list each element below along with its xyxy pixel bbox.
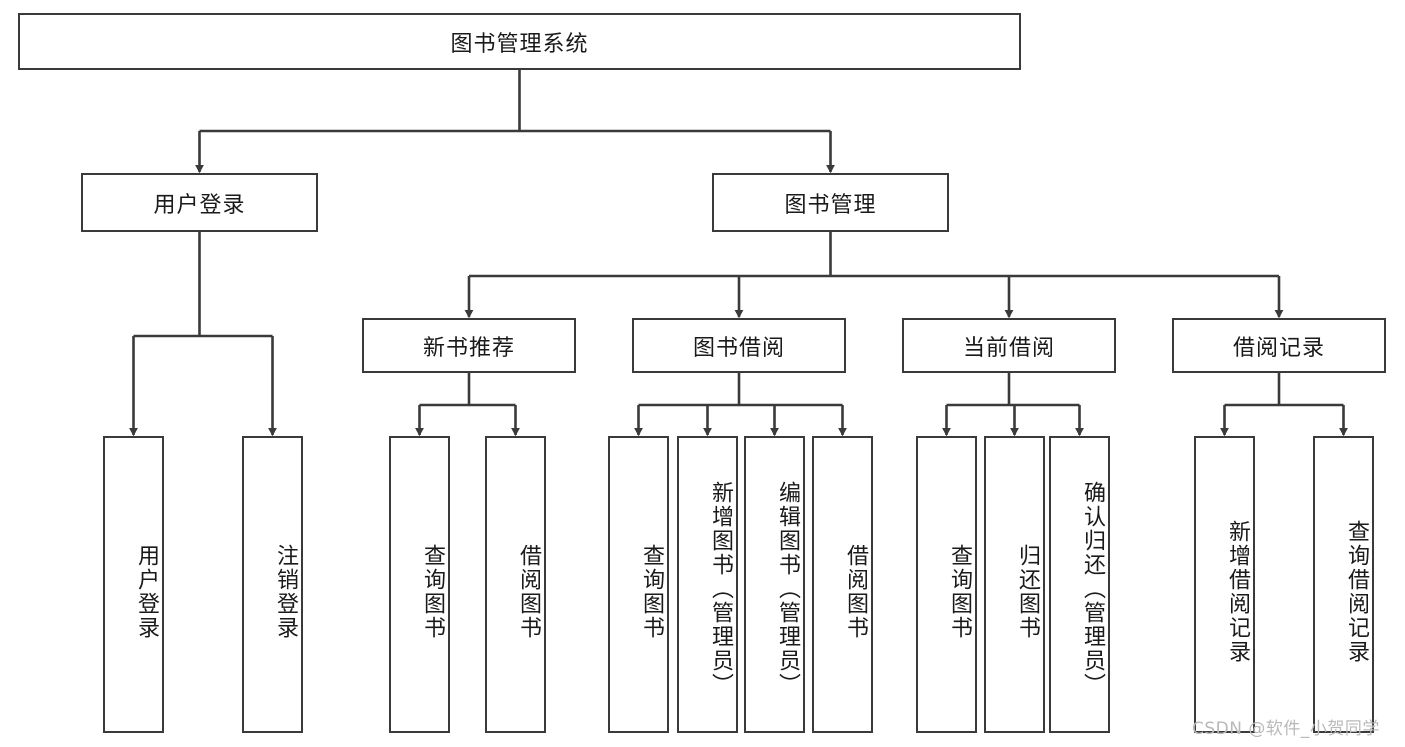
node-label: 新增借阅记录 [1225, 519, 1250, 664]
leaf-node-新增借阅记录-11: 新增借阅记录 [1194, 436, 1255, 733]
leaf-node-查询借阅记录-12: 查询借阅记录 [1313, 436, 1374, 733]
leaf-node-归还图书-9: 归还图书 [984, 436, 1045, 733]
node-label: 当前借阅 [962, 335, 1055, 361]
node-label: 归还图书 [1015, 543, 1040, 640]
leaf-node-用户登录-0: 用户登录 [103, 436, 164, 733]
node-label: 查询借阅记录 [1344, 519, 1369, 664]
leaf-node-查询图书-4: 查询图书 [608, 436, 669, 733]
leaf-node-查询图书-8: 查询图书 [916, 436, 977, 733]
leaf-node-借阅图书-7: 借阅图书 [812, 436, 873, 733]
leaf-node-查询图书-2: 查询图书 [389, 436, 450, 733]
node-label: 图书管理 [784, 192, 877, 218]
node-label: 编辑图书（管理员） [775, 480, 800, 697]
level2-node-图书借阅-1: 图书借阅 [632, 318, 846, 373]
node-label: 借阅图书 [843, 543, 868, 640]
level2-node-新书推荐-0: 新书推荐 [362, 318, 576, 373]
node-label: 借阅记录 [1232, 335, 1325, 361]
leaf-node-新增图书管理员-5: 新增图书（管理员） [677, 436, 738, 733]
level2-node-借阅记录-3: 借阅记录 [1172, 318, 1386, 373]
leaf-node-注销登录-1: 注销登录 [242, 436, 303, 733]
node-label: 图书管理系统 [450, 31, 589, 57]
leaf-node-借阅图书-3: 借阅图书 [485, 436, 546, 733]
node-label: 查询图书 [639, 543, 664, 640]
csdn-watermark: CSDN @软件_小贺同学 [1192, 719, 1380, 739]
level1-node-用户登录-0: 用户登录 [81, 173, 318, 232]
node-label: 新增图书（管理员） [708, 480, 733, 697]
node-label: 用户登录 [153, 192, 246, 218]
leaf-node-编辑图书管理员-6: 编辑图书（管理员） [744, 436, 805, 733]
node-label: 注销登录 [273, 543, 298, 640]
root-node-图书管理系统-0: 图书管理系统 [18, 13, 1021, 70]
node-label: 确认归还（管理员） [1080, 480, 1105, 697]
leaf-node-确认归还管理员-10: 确认归还（管理员） [1049, 436, 1110, 733]
node-label: 用户登录 [134, 543, 159, 640]
node-label: 新书推荐 [422, 335, 515, 361]
node-label: 查询图书 [420, 543, 445, 640]
node-label: 图书借阅 [692, 335, 785, 361]
node-label: 查询图书 [947, 543, 972, 640]
level2-node-当前借阅-2: 当前借阅 [902, 318, 1116, 373]
level1-node-图书管理-1: 图书管理 [712, 173, 949, 232]
node-label: 借阅图书 [516, 543, 541, 640]
